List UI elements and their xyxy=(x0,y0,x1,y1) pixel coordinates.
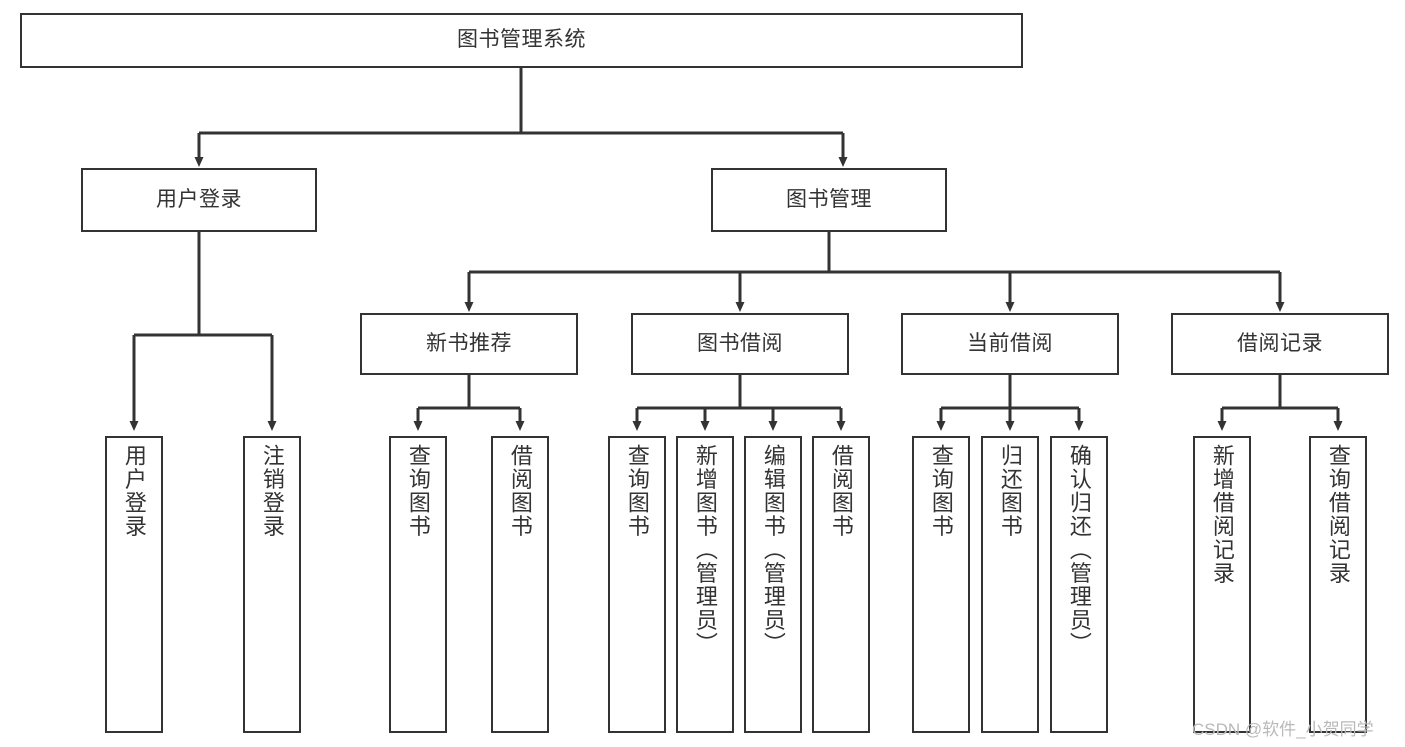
node-leaf-query-book-2-label: 查询图书 xyxy=(624,444,650,538)
node-leaf-query-book-3[interactable]: 查询图书 xyxy=(912,436,970,733)
node-leaf-edit-book-label: 编辑图书（管理员） xyxy=(760,444,786,656)
node-leaf-logout-login[interactable]: 注销登录 xyxy=(243,436,301,733)
node-leaf-query-book-1-label: 查询图书 xyxy=(405,444,431,538)
node-leaf-user-login[interactable]: 用户登录 xyxy=(105,436,163,733)
node-root[interactable]: 图书管理系统 xyxy=(20,13,1023,68)
node-leaf-add-record-label: 新增借阅记录 xyxy=(1209,444,1235,585)
node-leaf-user-login-label: 用户登录 xyxy=(121,444,147,538)
node-new-book-recommend[interactable]: 新书推荐 xyxy=(360,313,578,375)
node-root-label: 图书管理系统 xyxy=(457,28,586,52)
node-book-manage-label: 图书管理 xyxy=(786,187,872,211)
node-leaf-confirm-return[interactable]: 确认归还（管理员） xyxy=(1050,436,1108,733)
node-current-borrow[interactable]: 当前借阅 xyxy=(901,313,1119,375)
node-leaf-borrow-book-1[interactable]: 借阅图书 xyxy=(491,436,549,733)
node-leaf-edit-book[interactable]: 编辑图书（管理员） xyxy=(744,436,802,733)
node-leaf-query-record-label: 查询借阅记录 xyxy=(1325,444,1351,585)
node-book-borrow[interactable]: 图书借阅 xyxy=(631,313,849,375)
node-leaf-add-book[interactable]: 新增图书（管理员） xyxy=(676,436,734,733)
csdn-watermark: CSDN @软件_小贺同学 xyxy=(1192,720,1374,739)
node-leaf-confirm-return-label: 确认归还（管理员） xyxy=(1066,444,1092,656)
node-leaf-return-book[interactable]: 归还图书 xyxy=(981,436,1039,733)
node-leaf-add-book-label: 新增图书（管理员） xyxy=(692,444,718,656)
node-new-book-recommend-label: 新书推荐 xyxy=(426,331,512,355)
node-leaf-query-book-2[interactable]: 查询图书 xyxy=(608,436,666,733)
node-leaf-return-book-label: 归还图书 xyxy=(997,444,1023,538)
node-borrow-record[interactable]: 借阅记录 xyxy=(1171,313,1389,375)
node-borrow-record-label: 借阅记录 xyxy=(1237,331,1323,355)
node-user-login[interactable]: 用户登录 xyxy=(81,168,317,232)
node-leaf-borrow-book-1-label: 借阅图书 xyxy=(507,444,533,538)
node-leaf-logout-login-label: 注销登录 xyxy=(259,444,285,538)
node-leaf-query-book-1[interactable]: 查询图书 xyxy=(389,436,447,733)
node-current-borrow-label: 当前借阅 xyxy=(967,331,1053,355)
node-leaf-borrow-book-2[interactable]: 借阅图书 xyxy=(812,436,870,733)
node-book-borrow-label: 图书借阅 xyxy=(697,331,783,355)
node-leaf-add-record[interactable]: 新增借阅记录 xyxy=(1193,436,1251,733)
node-leaf-borrow-book-2-label: 借阅图书 xyxy=(828,444,854,538)
node-user-login-label: 用户登录 xyxy=(156,187,242,211)
node-book-manage[interactable]: 图书管理 xyxy=(711,168,947,232)
node-leaf-query-record[interactable]: 查询借阅记录 xyxy=(1309,436,1367,733)
node-leaf-query-book-3-label: 查询图书 xyxy=(928,444,954,538)
